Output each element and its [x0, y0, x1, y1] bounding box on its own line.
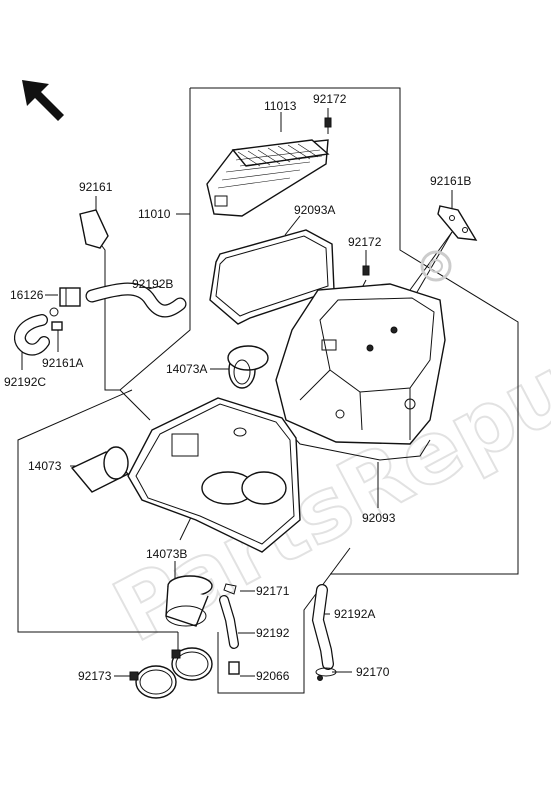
- callout-label: 16126: [10, 288, 44, 302]
- callout-label: 14073B: [146, 547, 187, 561]
- callout-label: 92161B: [430, 174, 471, 188]
- callout-label: 92093: [362, 511, 396, 525]
- spacer-92161a: [51, 321, 63, 331]
- callout-label: 92192: [256, 626, 290, 640]
- callout-label: 92192A: [334, 607, 375, 621]
- clamp-92170: [315, 667, 337, 681]
- callout-label: 92172: [313, 92, 347, 106]
- clip-92171: [223, 583, 237, 595]
- hose-92192a: [311, 584, 334, 670]
- plug-92066: [228, 661, 240, 675]
- callout-label: 14073: [28, 459, 62, 473]
- callout-label: 92161A: [42, 356, 83, 370]
- callout-labels: 11013 92172 11010 92093A 92161 92161B 92…: [4, 92, 471, 683]
- hose-92192: [219, 595, 239, 649]
- duct-14073b: [165, 575, 213, 627]
- screw-92172-right: [362, 265, 370, 276]
- front-direction-arrow-icon: [22, 80, 64, 121]
- hose-92192c: [14, 314, 50, 356]
- callout-label: 11010: [138, 207, 171, 221]
- clamps-92173: [129, 647, 213, 699]
- gasket-92093a: [209, 229, 335, 325]
- assembly-outline: [17, 87, 519, 694]
- callout-label: 92192C: [4, 375, 46, 389]
- callout-label: 92192B: [132, 277, 173, 291]
- hose-92192b: [85, 282, 187, 318]
- air-cleaner-lower-housing: [127, 397, 301, 553]
- callout-label: 92171: [256, 584, 290, 598]
- pad-92161: [79, 209, 109, 249]
- callout-label: 92172: [348, 235, 382, 249]
- gear-icon: [420, 250, 452, 282]
- air-filter-element: [206, 139, 330, 217]
- valve-16126: [49, 287, 81, 317]
- pad-92161b: [437, 205, 478, 241]
- callout-label: 14073A: [166, 362, 207, 376]
- screw-92172-top: [324, 117, 332, 134]
- air-cleaner-upper-housing: [275, 283, 446, 445]
- duct-14073: [70, 446, 130, 493]
- duct-14073a: [227, 345, 269, 389]
- callout-label: 92170: [356, 665, 390, 679]
- callout-label: 92161: [79, 180, 113, 194]
- callout-label: 92066: [256, 669, 290, 683]
- callout-label: 92093A: [294, 203, 335, 217]
- callout-label: 11013: [264, 99, 297, 113]
- callout-label: 92173: [78, 669, 112, 683]
